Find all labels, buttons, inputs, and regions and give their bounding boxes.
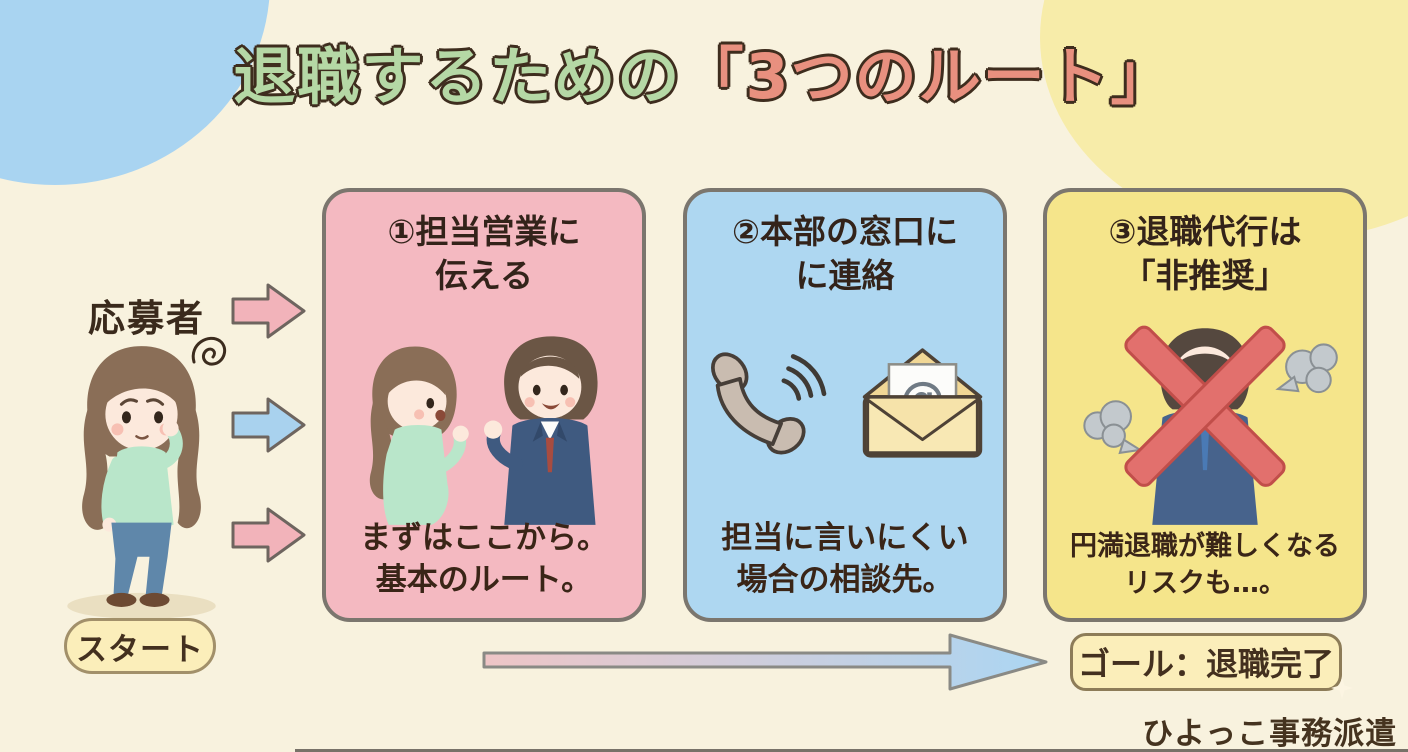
two-people-talking-illustration	[369, 336, 598, 525]
card-3-caption-line2: リスクも…。	[1124, 567, 1286, 599]
card-3-caption: 円満退職が難しくなる リスクも…。	[1047, 529, 1363, 602]
credit-text: ひよっこ事務派遣作	[1142, 716, 1398, 752]
title-part-green: 退職するための	[233, 40, 682, 113]
card-3-title-line1: ③退職代行は	[1108, 212, 1302, 251]
route-card-3: ③退職代行は 「非推奨」	[1043, 188, 1367, 622]
card-2-caption: 担当に言いにくい 場合の相談先。	[687, 518, 1003, 602]
card-1-caption-line1: まずはここから。	[360, 520, 608, 557]
route-card-1: ①担当営業に 伝える	[322, 188, 646, 622]
envelope-at-icon: @	[862, 347, 983, 458]
card-1-caption: まずはここから。 基本のルート。	[326, 518, 642, 602]
man-crossed-out-illustration	[1083, 325, 1338, 525]
card-1-caption-line2: 基本のルート。	[375, 562, 593, 599]
red-x-icon	[1124, 325, 1286, 487]
applicant-illustration	[67, 346, 216, 619]
route-card-2: ②本部の窓口に に連絡 @ 担当に言	[683, 188, 1007, 622]
goal-badge: ゴール：退職完了	[1070, 633, 1342, 691]
page-title: 退職するための「3つのルート」	[0, 26, 1408, 116]
route-arrow-1-icon	[231, 283, 306, 339]
card-2-title: ②本部の窓口に に連絡	[687, 210, 1003, 297]
card-2-title-line2: に連絡	[795, 255, 895, 295]
card-2-caption-line2: 場合の相談先。	[736, 562, 954, 599]
card-2-caption-line1: 担当に言いにくい	[721, 520, 969, 557]
card-3-caption-line1: 円満退職が難しくなる	[1070, 531, 1340, 563]
card-3-title-line2: 「非推奨」	[1122, 255, 1288, 295]
applicant-label: 応募者	[88, 297, 205, 340]
route-arrow-2-icon	[231, 397, 306, 453]
card-2-title-line1: ②本部の窓口に	[732, 212, 958, 251]
start-badge: スタート	[64, 618, 216, 674]
card-1-title-line2: 伝える	[434, 255, 533, 295]
contact-icons: @	[687, 342, 1003, 467]
card-1-title-line1: ①担当営業に	[387, 212, 581, 251]
bottom-edge-line	[295, 749, 1408, 752]
card-1-title: ①担当営業に 伝える	[326, 210, 642, 297]
confusion-scribble-icon	[191, 336, 227, 366]
sparkle-icon	[1331, 677, 1353, 699]
card-3-title: ③退職代行は 「非推奨」	[1047, 210, 1363, 297]
timeline-arrow-icon	[482, 633, 1048, 691]
title-part-accent: 「3つのルート」	[681, 40, 1175, 113]
phone-handset-icon	[711, 352, 827, 455]
route-arrow-3-icon	[231, 507, 306, 563]
